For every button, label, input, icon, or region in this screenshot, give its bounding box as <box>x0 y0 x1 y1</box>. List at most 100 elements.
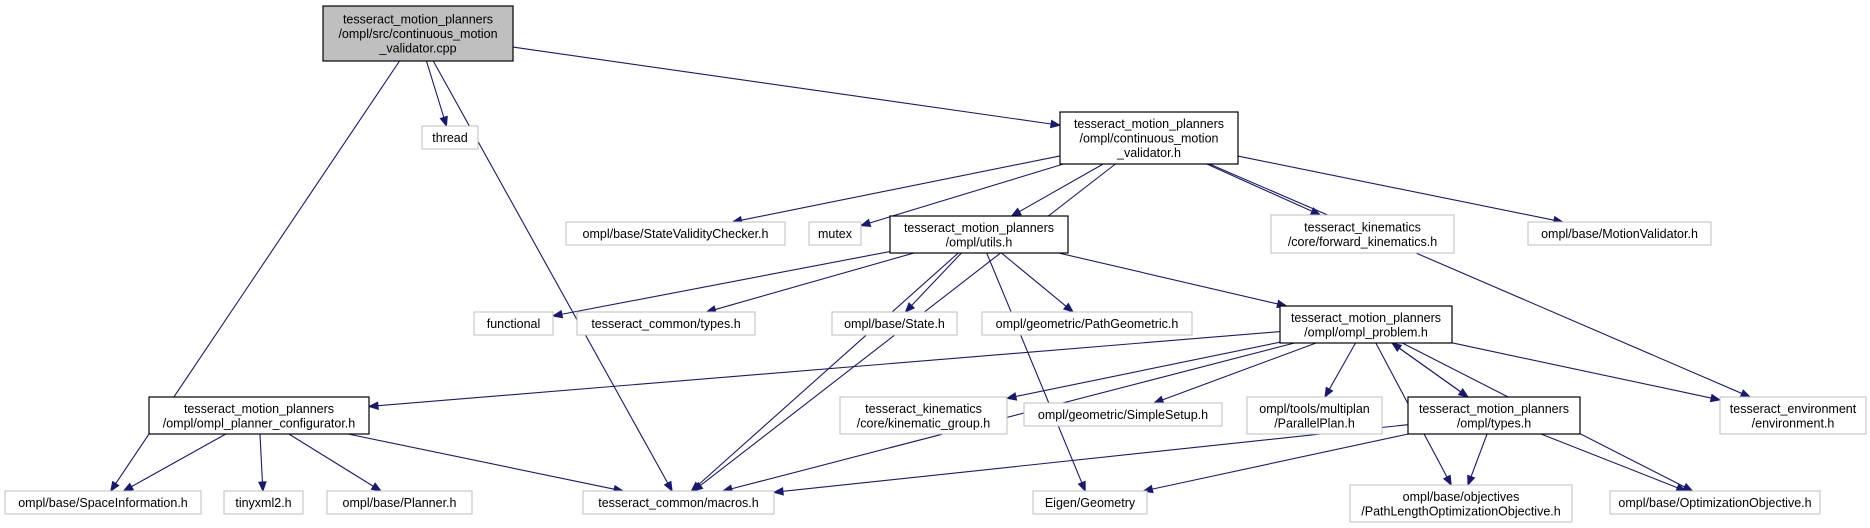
node-box <box>839 396 1008 435</box>
node-tc_types: tesseract_common/types.h <box>576 311 756 336</box>
edge-mp_types-to-eigengeo <box>1142 433 1409 494</box>
node-label-line: tesseract_motion_planners <box>1291 311 1441 325</box>
edge-line <box>432 60 669 484</box>
node-planner: ompl/base/Planner.h <box>326 490 473 515</box>
node-label-line: tinyxml2.h <box>235 496 291 510</box>
edge-configurator-to-macros <box>348 433 625 494</box>
node-label-line: _validator.cpp <box>378 42 456 56</box>
arrowhead <box>690 481 702 492</box>
node-label-line: /ompl/ompl_problem.h <box>1304 325 1428 339</box>
node-mp_types[interactable]: tesseract_motion_planners/ompl/types.h <box>1407 396 1581 435</box>
node-label-line: ompl/base/objectives <box>1403 490 1520 504</box>
edge-cmv_cpp-to-cmv_h <box>512 46 1062 129</box>
edge-line <box>731 342 1295 490</box>
node-label-line: tesseract_kinematics <box>1304 220 1421 234</box>
node-problem[interactable]: tesseract_motion_planners/ompl/ompl_prob… <box>1279 305 1453 344</box>
edge-problem-to-configurator <box>367 331 1281 411</box>
edge-utils-to-state <box>904 252 962 313</box>
node-box <box>326 490 473 515</box>
node-label-line: ompl/tools/multiplan <box>1259 402 1370 416</box>
node-label-line: tesseract_motion_planners <box>343 13 493 27</box>
edge-line <box>1470 433 1488 477</box>
edge-line <box>1328 342 1357 390</box>
node-svc: ompl/base/StateValidityChecker.h <box>565 221 786 246</box>
node-box <box>322 5 514 62</box>
node-mutex: mutex <box>808 221 862 246</box>
edge-configurator-to-tinyxml <box>258 433 267 493</box>
edge-utils-to-pathgeo <box>1001 252 1075 313</box>
node-label-line: ompl/base/State.h <box>844 317 945 331</box>
node-label-line: ompl/base/SpaceInformation.h <box>18 496 188 510</box>
node-box <box>473 311 554 336</box>
arrowhead <box>1739 389 1752 398</box>
arrowhead <box>663 480 673 493</box>
node-motionval: ompl/base/MotionValidator.h <box>1527 221 1712 246</box>
edge-problem-to-environment <box>1451 342 1722 403</box>
edge-configurator-to-planner <box>288 433 383 492</box>
node-configurator[interactable]: tesseract_motion_planners/ompl/ompl_plan… <box>148 396 370 435</box>
edge-line <box>1019 163 1104 213</box>
edge-line <box>1015 341 1281 398</box>
edge-cmv_h-to-fwdkin <box>1206 163 1322 216</box>
edge-line <box>288 433 374 487</box>
node-box <box>576 311 756 336</box>
arrowhead <box>1049 119 1062 129</box>
node-pathlength: ompl/base/objectives/PathLengthOptimizat… <box>1349 484 1573 523</box>
arrowhead <box>1152 395 1165 404</box>
node-box <box>1279 305 1453 344</box>
edge-line <box>512 46 1052 125</box>
node-label-line: ompl/base/Planner.h <box>343 496 457 510</box>
node-label-line: mutex <box>818 227 853 241</box>
node-cmv_h[interactable]: tesseract_motion_planners/ompl/continuou… <box>1059 111 1239 165</box>
arrowhead <box>370 482 383 492</box>
edge-line <box>131 433 227 488</box>
arrowhead <box>1390 342 1403 353</box>
edge-line <box>561 250 891 315</box>
node-label-line: /PathLengthOptimizationObjective.h <box>1361 504 1560 518</box>
edge-cmv_h-to-svc <box>731 155 1061 225</box>
node-box <box>421 125 479 150</box>
edge-line <box>348 433 615 490</box>
edge-mp_types-to-optobj <box>1540 433 1688 492</box>
node-box <box>1719 396 1867 435</box>
edge-cmv_cpp-to-thread <box>425 60 448 128</box>
edge-line <box>1206 163 1313 212</box>
edge-line <box>425 60 445 118</box>
arrowhead <box>904 302 916 313</box>
edges-layer <box>109 46 1752 496</box>
node-label-line: Eigen/Geometry <box>1045 496 1136 510</box>
node-box <box>1349 484 1573 523</box>
node-label-line: /core/forward_kinematics.h <box>1288 235 1437 249</box>
node-label-line: /ompl/continuous_motion <box>1080 132 1219 146</box>
node-box <box>1059 111 1239 165</box>
nodes-layer: tesseract_motion_planners/ompl/src/conti… <box>4 5 1867 523</box>
node-box <box>4 490 202 515</box>
node-label-line: ompl/base/StateValidityChecker.h <box>583 227 769 241</box>
node-box <box>1032 490 1148 515</box>
node-label-line: ompl/geometric/SimpleSetup.h <box>1038 408 1208 422</box>
node-label-line: /core/kinematic_group.h <box>857 416 990 430</box>
arrowhead <box>1324 386 1334 399</box>
node-label-line: functional <box>487 317 541 331</box>
edge-line <box>1237 155 1555 221</box>
node-state: ompl/base/State.h <box>831 311 958 336</box>
node-optobj: ompl/base/OptimizationObjective.h <box>1609 490 1821 515</box>
edge-cmv_h-to-motionval <box>1237 155 1565 225</box>
node-simplesetup: ompl/geometric/SimpleSetup.h <box>1023 402 1223 427</box>
arrowhead <box>1709 393 1722 403</box>
edge-utils-to-tc_types <box>705 252 915 314</box>
node-label-line: tesseract_motion_planners <box>184 402 334 416</box>
node-utils[interactable]: tesseract_motion_planners/ompl/utils.h <box>889 215 1069 254</box>
node-cmv_cpp[interactable]: tesseract_motion_planners/ompl/src/conti… <box>322 5 514 62</box>
arrowhead <box>439 115 448 128</box>
node-kingroup: tesseract_kinematics/core/kinematic_grou… <box>839 396 1008 435</box>
arrowhead <box>367 401 379 411</box>
edge-problem-to-kingroup <box>1005 341 1281 401</box>
edge-utils-to-problem <box>1058 252 1288 309</box>
edge-mp_types-to-pathlength <box>1467 433 1488 487</box>
arrowhead <box>1442 474 1452 487</box>
node-label-line: /ParallelPlan.h <box>1274 416 1355 430</box>
node-label-line: /ompl/types.h <box>1457 416 1531 430</box>
edge-configurator-to-spaceinfo <box>122 433 227 492</box>
edge-line <box>869 163 1064 224</box>
